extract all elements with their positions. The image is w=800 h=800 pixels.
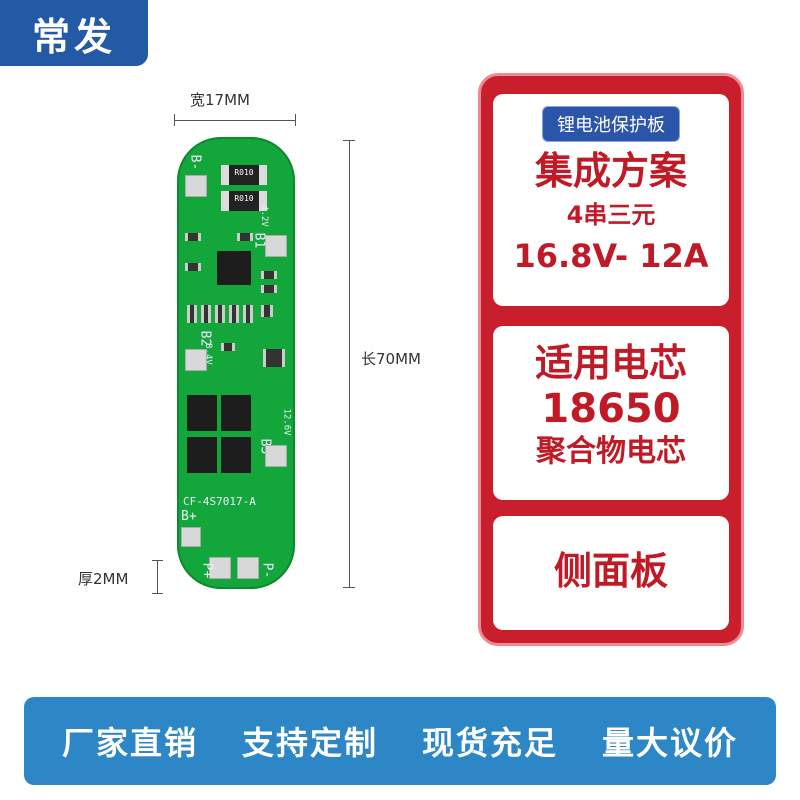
mosfet-3 <box>187 437 217 473</box>
length-label: 长70MM <box>361 350 421 368</box>
cell-type: 聚合物电芯 <box>536 434 686 469</box>
cell-title: 适用电芯 <box>534 341 687 385</box>
smd-1 <box>185 233 201 241</box>
slogan-1: 厂家直销 <box>61 724 198 762</box>
mosfet-4 <box>221 437 251 473</box>
pcb-label-4v2: 4.2V <box>258 205 269 227</box>
smd-3 <box>237 233 253 241</box>
pcb-label-b1: B1 <box>251 232 267 249</box>
control-ic <box>217 251 251 285</box>
pcb-pad-p-minus <box>237 557 259 579</box>
smd-7 <box>263 349 285 367</box>
width-dimension-line <box>174 120 296 121</box>
pcb-pad-b-plus <box>181 527 201 547</box>
thickness-label: 厚2MM <box>78 570 129 588</box>
pcb-pad-b3 <box>265 445 287 467</box>
smd-row-6 <box>261 305 273 317</box>
resistor-2: R010 <box>221 191 267 211</box>
smd-row-5 <box>243 305 253 323</box>
voltage-current-spec: 16.8V- 12A <box>513 237 709 275</box>
slogan-2: 支持定制 <box>241 724 378 762</box>
smd-row-1 <box>187 305 197 323</box>
pcb-label-p-minus: P- <box>259 562 275 579</box>
cell-model: 18650 <box>541 386 681 432</box>
smd-row-4 <box>229 305 239 323</box>
pcb-label-b-plus: B+ <box>181 509 197 524</box>
smd-5 <box>261 285 277 293</box>
slogan-3: 现货充足 <box>421 724 558 762</box>
pcb-pad-b2 <box>185 349 207 371</box>
spec-panel: 锂电池保护板 集成方案 4串三元 16.8V- 12A 适用电芯 18650 聚… <box>478 73 744 646</box>
smd-row-3 <box>215 305 225 323</box>
mosfet-2 <box>221 395 251 431</box>
pcb-pad-p-plus <box>209 557 231 579</box>
smd-6 <box>221 343 235 351</box>
smd-4 <box>261 271 277 279</box>
board-type-card: 侧面板 <box>493 516 729 630</box>
smd-2 <box>185 263 201 271</box>
pcb-label-p-plus: P+ <box>199 562 215 579</box>
board-type: 侧面板 <box>553 549 668 593</box>
pcb-model-label: CF-4S7017-A <box>183 495 256 508</box>
headline: 集成方案 <box>534 149 687 193</box>
series-text: 4串三元 <box>566 201 656 229</box>
width-tick-right <box>295 114 296 126</box>
solution-card: 锂电池保护板 集成方案 4串三元 16.8V- 12A <box>493 94 729 306</box>
resistor-1: R010 <box>221 165 267 185</box>
length-tick-bottom <box>343 587 355 588</box>
pcb-board-image: B- R010 R010 4.2V B1 B2 8.4V 12.6V B3 CF… <box>177 137 295 589</box>
smd-row-2 <box>201 305 211 323</box>
brand-badge: 常发 <box>0 0 148 66</box>
thickness-tick-bottom <box>152 593 163 594</box>
bottom-slogan-bar: 厂家直销 支持定制 现货充足 量大议价 <box>24 697 776 785</box>
width-tick-left <box>174 114 175 126</box>
cell-card: 适用电芯 18650 聚合物电芯 <box>493 326 729 500</box>
slogan-4: 量大议价 <box>601 724 738 762</box>
pcb-pad-b-minus <box>185 175 207 197</box>
pcb-label-12v6: 12.6V <box>281 408 292 436</box>
length-tick-top <box>343 140 355 141</box>
product-tag: 锂电池保护板 <box>542 106 680 142</box>
thickness-tick-top <box>152 560 163 561</box>
pcb-pad-b1 <box>265 235 287 257</box>
pcb-label-b-minus: B- <box>187 154 203 171</box>
width-label: 宽17MM <box>190 91 250 109</box>
thickness-line <box>157 560 158 593</box>
length-dimension-line <box>349 140 350 587</box>
mosfet-1 <box>187 395 217 431</box>
